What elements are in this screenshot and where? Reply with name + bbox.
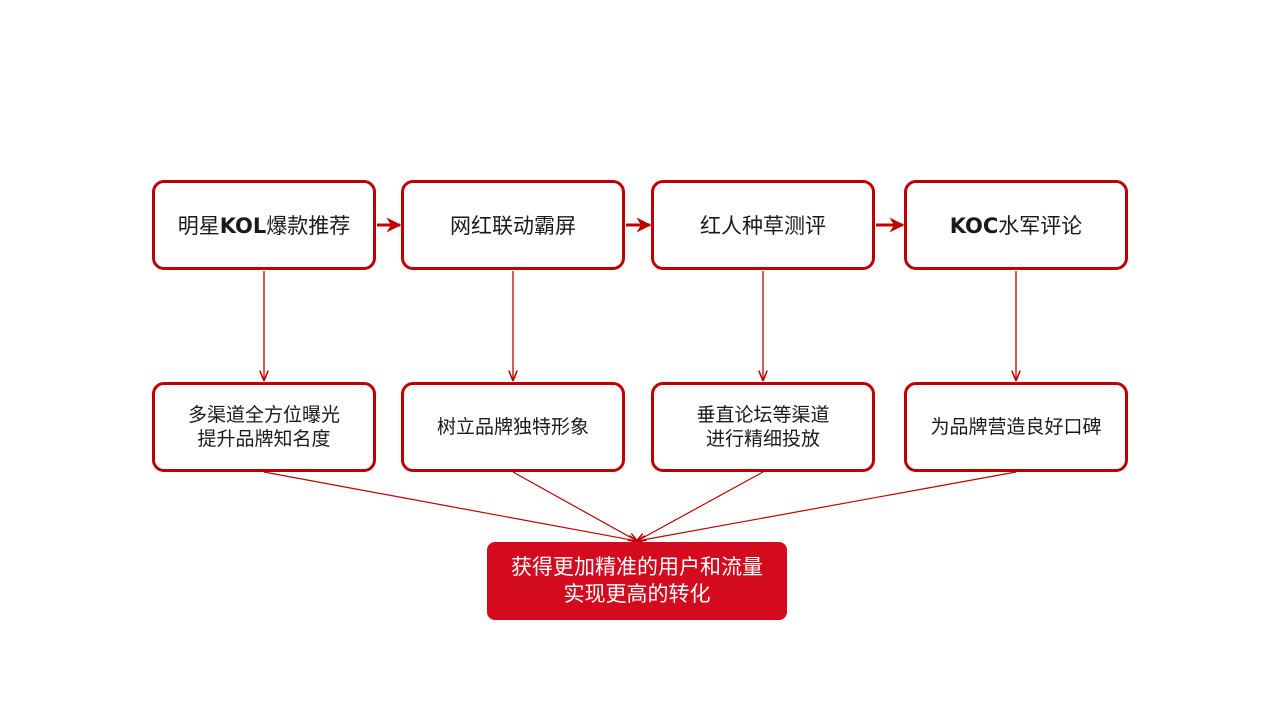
step-kol-text-a: 明星 [177, 214, 220, 238]
effect-exposure-line2: 提升品牌知名度 [197, 428, 331, 450]
result-line2: 实现更高的转化 [563, 582, 711, 606]
step-koc-keyword: KOC [949, 214, 999, 238]
step-koc-label: KOC水军评论 [950, 210, 1083, 240]
effect-image-line1: 树立品牌独特形象 [436, 416, 589, 438]
step-koc-box: KOC水军评论 [904, 180, 1128, 270]
effect-exposure-line1: 多渠道全方位曝光 [187, 404, 340, 426]
arrow-effect4-to-result [637, 471, 1017, 541]
step-kol-keyword: KOL [219, 214, 267, 238]
arrow-effect1-to-result [263, 471, 637, 541]
effect-exposure-box: 多渠道全方位曝光 提升品牌知名度 [152, 382, 376, 472]
step-kol-label: 明星KOL爆款推荐 [178, 210, 351, 240]
result-line1: 获得更加精准的用户和流量 [511, 555, 763, 579]
effect-reputation-line1: 为品牌营造良好口碑 [930, 416, 1102, 438]
effect-targeting-box: 垂直论坛等渠道 进行精细投放 [651, 382, 875, 472]
effect-image-box: 树立品牌独特形象 [401, 382, 625, 472]
step-kol-box: 明星KOL爆款推荐 [152, 180, 376, 270]
effect-targeting-line1: 垂直论坛等渠道 [696, 404, 830, 426]
step-kol-text-b: 爆款推荐 [266, 214, 351, 238]
arrow-effect2-to-result [512, 471, 637, 541]
arrow-effect3-to-result [637, 471, 764, 541]
step-review-box: 红人种草测评 [651, 180, 875, 270]
step-review-label: 红人种草测评 [700, 214, 826, 238]
step-koc-text: 水军评论 [998, 214, 1083, 238]
step-influencer-label: 网红联动霸屏 [450, 214, 576, 238]
result-box: 获得更加精准的用户和流量 实现更高的转化 [487, 542, 787, 620]
effect-targeting-line2: 进行精细投放 [705, 428, 820, 450]
effect-reputation-box: 为品牌营造良好口碑 [904, 382, 1128, 472]
step-influencer-box: 网红联动霸屏 [401, 180, 625, 270]
